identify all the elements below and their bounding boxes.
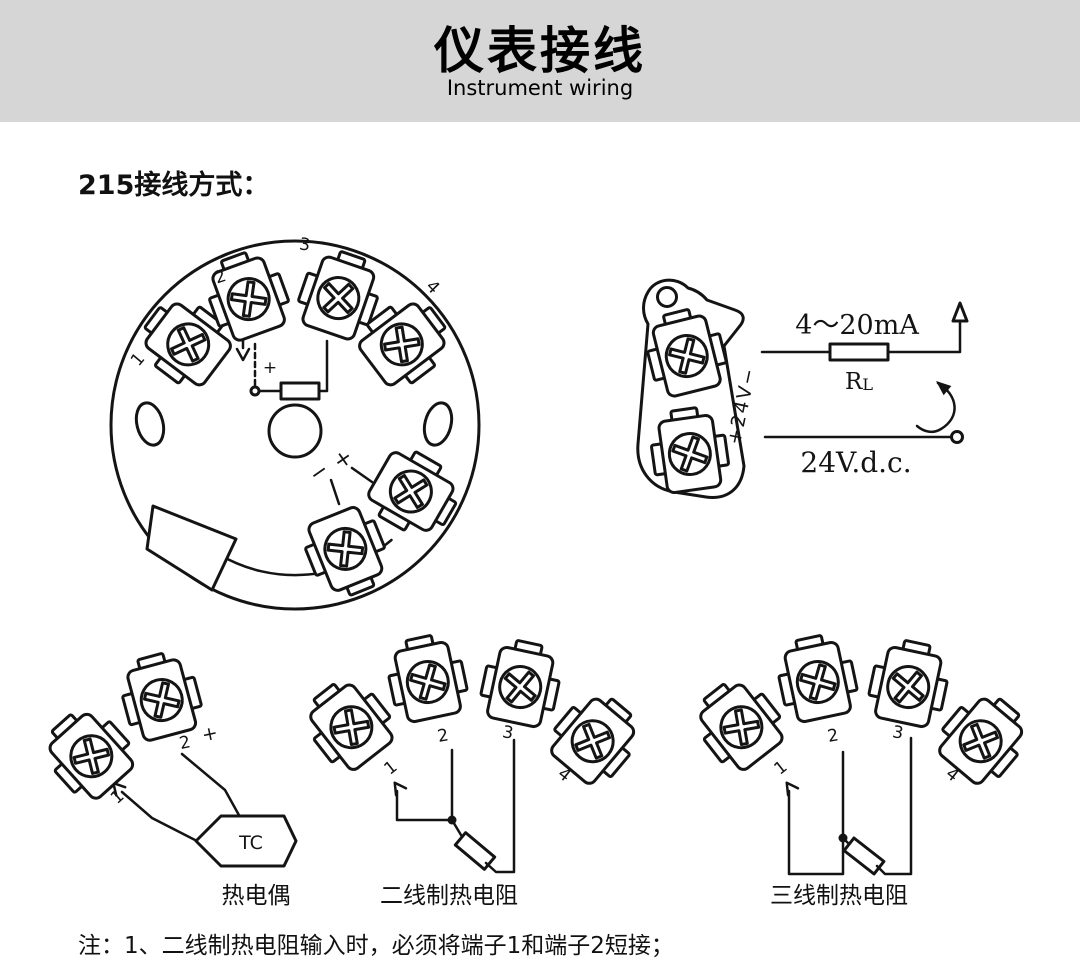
rtd3-number-3: 3 <box>891 722 905 744</box>
rtd3-diagram: 1 2 3 4 <box>683 628 1040 876</box>
terminal-number-3: 3 <box>298 234 312 255</box>
rtd2-resistor-lead-2 <box>484 738 516 874</box>
note-text: 注：1、二线制热电阻输入时，必须将端子1和端子2短接； <box>78 933 674 959</box>
tc-plus-label: + <box>200 722 220 747</box>
head-resistor <box>279 381 321 401</box>
inner-plus-label: + <box>263 358 277 378</box>
head-wire-2 <box>317 339 329 393</box>
tc-wire-2 <box>180 752 242 819</box>
header-band: 仪表接线 Instrument wiring <box>0 0 1080 122</box>
section-title: 215接线方式： <box>78 170 270 201</box>
up-arrow-icon <box>951 301 969 323</box>
meter-arrow-icon <box>936 381 952 396</box>
page-title: 仪表接线 <box>434 22 646 80</box>
rtd3-resistor-lead-2 <box>875 736 913 876</box>
head-oval-left <box>134 401 166 447</box>
tc-caption: 热电偶 <box>221 883 291 909</box>
output-plus-lead <box>350 466 374 484</box>
tc-terminal-2 <box>112 645 209 746</box>
tc-number-1: 1 <box>107 786 128 808</box>
meter-arrow-curve <box>915 381 956 434</box>
range-label: 4～20mA <box>795 310 919 341</box>
load-label-r: R <box>845 369 863 395</box>
rtd3-number-1: 1 <box>770 757 791 779</box>
rtd2-wires <box>395 748 454 822</box>
tc-wire-1 <box>120 790 199 843</box>
rtd3-number-2: 2 <box>826 725 840 747</box>
rtd3-number-4: 4 <box>942 764 963 786</box>
loop-wiring-diagram: +24V− 4～20mA RL 24V.d.c. <box>636 278 969 499</box>
head-center-hole <box>267 403 323 459</box>
load-label: RL <box>845 369 873 395</box>
transmitter-head-diagram: + 1 2 3 4 − + <box>109 234 481 611</box>
rtd3-caption: 三线制热电阻 <box>770 883 908 909</box>
head-oval-right <box>422 401 454 447</box>
rtd3-terminal-3 <box>863 633 956 732</box>
rtd2-number-3: 3 <box>501 722 515 744</box>
tc-label: TC <box>238 832 263 854</box>
rtd2-terminal-2 <box>380 628 473 727</box>
tc-body <box>194 814 298 868</box>
rtd2-number-2: 2 <box>436 725 450 747</box>
rtd2-caption: 二线制热电阻 <box>380 883 518 909</box>
rtd2-terminal-3 <box>475 633 568 732</box>
page-subtitle: Instrument wiring <box>446 76 634 100</box>
load-label-sub: L <box>862 375 873 394</box>
tc-number-2: 2 <box>178 732 193 754</box>
source-label: 24V.d.c. <box>800 446 911 479</box>
load-resistor <box>828 342 890 362</box>
output-minus-lead <box>329 478 341 506</box>
bracket-hole <box>656 286 678 308</box>
rtd2-number-1: 1 <box>380 757 401 779</box>
tc-diagram: TC 1 2 + <box>32 645 298 868</box>
head-opening <box>145 504 238 592</box>
loop-node <box>950 430 964 444</box>
rtd3-wires-12 <box>787 750 845 876</box>
rtd2-diagram: 1 2 3 4 <box>293 628 652 874</box>
rtd3-terminal-2 <box>770 628 863 727</box>
rtd2-number-4: 4 <box>554 764 575 786</box>
